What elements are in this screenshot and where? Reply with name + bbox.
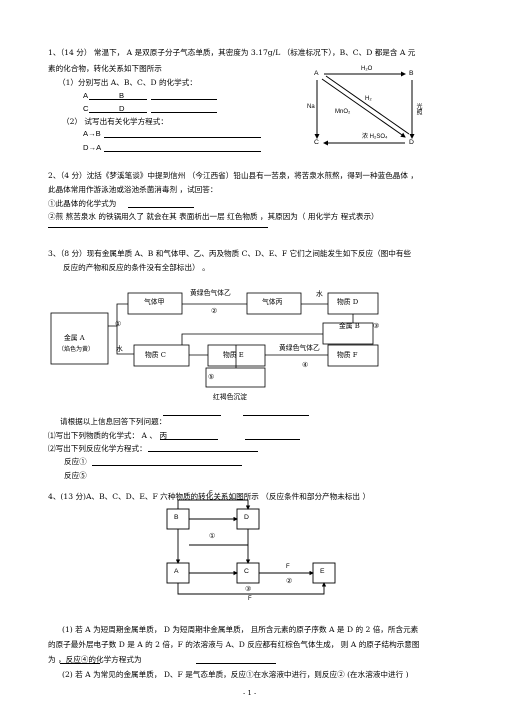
q2-line2: 此晶体常用作游泳池或浴池杀菌消毒剂 ，试回答： <box>48 185 218 194</box>
q2-formula-blank[interactable] <box>128 207 194 208</box>
q4-label-f-top: F <box>209 491 213 497</box>
q4-part1-line2: 的原子最外层电子数 D 是 A 的 2 倍，F 的浓溶液与 A、D 反应都有红棕… <box>48 640 420 649</box>
q3-label-yellow-green-1: 黄绿色气体乙 <box>190 289 231 297</box>
q2-part2: ②煎 熬苦泉水 的铁锅用久了 就会在其 表面析出一层 红色物质 ，其原因为（ 用… <box>48 212 379 221</box>
q1-b-blank[interactable] <box>151 99 217 100</box>
q3-a-blank[interactable] <box>160 439 218 440</box>
q4-part2-line1: (2) 若 A 为常见的金属单质， D、F 是气态单质，反应①在水溶液中进行，则… <box>62 670 409 679</box>
q1-diagram-h2: H₂ <box>365 96 372 102</box>
q3-node-gas-bing: 气体丙 <box>262 298 283 306</box>
q2-line1: 2、（4 分）沈括《梦溪笔谈》中提到信州 （今江西省）铅山县有一苦泉，将苦泉水煎… <box>48 171 419 180</box>
q4-node-a: A <box>174 568 179 575</box>
q4-part1-line1: (1) 若 A 为短周期金属单质， D 为短周期非金属单质， 且所含元素的原子序… <box>62 625 419 634</box>
q1-part2: （2） 试写出有关化学方程式： <box>62 117 168 126</box>
q1-eq2-label: D→A <box>83 143 102 152</box>
q3-water-label-2: 水 <box>316 290 323 298</box>
q3-node-flame-note: （焰色为黄） <box>58 346 95 353</box>
q3-step-4: ④ <box>302 361 309 369</box>
q3-line2: 反应的产物和反应的条件没有全部标出） 。 <box>63 263 210 272</box>
q4-step-1: ① <box>209 532 216 540</box>
q1-a-blank[interactable] <box>89 99 147 100</box>
q3-line3: 请根据以上信息回答下列问题： <box>60 417 167 426</box>
q3-node-sub-d: 物质 D <box>337 298 359 306</box>
q3-node-sub-c: 物质 C <box>145 351 166 359</box>
q1-eq1-blank[interactable] <box>104 137 261 138</box>
q3-node-sub-e: 物质 E <box>223 351 244 359</box>
q3-reaction-1-label: 反应① <box>64 457 87 466</box>
q3-blank-2[interactable] <box>243 415 309 416</box>
q3-node-gas-jia: 气体甲 <box>144 298 165 306</box>
q1-diagram-node-c: C <box>314 139 319 146</box>
q3-step-5: ⑤ <box>208 373 215 381</box>
q4-line1: 4、(13 分)A、B、C、D、E、F 六种物质的转化关系如图所示 （反应条件和… <box>48 492 371 501</box>
page-number: - 1 - <box>243 689 257 697</box>
q1-eq2-blank[interactable] <box>104 151 261 152</box>
q3-part2: ⑵写出下列反应化学方程式： <box>48 444 147 453</box>
q3-step-2: ② <box>211 307 218 315</box>
q2-part1: ①此晶体的化学式为 <box>48 199 117 208</box>
q1-diagram-node-d: D <box>409 139 414 146</box>
q4-step-2: ② <box>286 577 293 585</box>
q1-c-label: C <box>83 104 89 113</box>
q1-c-blank[interactable] <box>89 112 147 113</box>
q1-diagram-h2o: H₂O <box>361 66 373 72</box>
q3-label-yellow-green-2: 黄绿色气体乙 <box>279 344 320 352</box>
q3-node-metal-a: 金属 A <box>64 334 85 342</box>
q1-eq1-label: A→B <box>83 129 101 138</box>
q3-bing-blank[interactable] <box>245 439 300 440</box>
q1-diagram-light: 光照 <box>415 103 422 115</box>
q1-diagram-na: Na <box>307 104 315 110</box>
q4-node-b: B <box>174 514 179 521</box>
q4-node-c: C <box>244 568 249 575</box>
q1-part1: （1）分别写出 A、B、C、D 的化学式： <box>58 78 197 87</box>
q4-equation-blank[interactable] <box>196 663 276 664</box>
q3-water-label: 水 <box>116 345 123 353</box>
q2-equation-blank[interactable] <box>48 227 268 228</box>
q1-d-blank[interactable] <box>151 112 217 113</box>
q3-reaction-1-blank[interactable] <box>92 465 242 466</box>
q4-node-e: E <box>320 568 325 575</box>
q1-diagram-mno2: MnO₂ <box>335 109 351 115</box>
q3-blank-1[interactable] <box>163 415 221 416</box>
q3-step-3: ③ <box>373 322 380 330</box>
q3-node-metal-b: 金属 B <box>339 322 360 330</box>
q4-structure-blank[interactable] <box>60 663 100 664</box>
q3-reaction-5-label: 反应⑤ <box>64 471 87 480</box>
q1-diagram-node-b: B <box>409 70 414 77</box>
q1-diagram-node-a: A <box>314 70 319 77</box>
q3-step-1: ① <box>115 320 122 328</box>
q1-diagram-conc: 浓 H₂SO₄ <box>362 134 388 140</box>
q4-label-f-bottom: F <box>248 596 252 602</box>
q3-part1: ⑴写出下列物质的化学式： A 、 丙 <box>48 431 168 440</box>
q4-node-d: D <box>244 514 249 521</box>
q3-line1: 3、（8 分）现有金属单质 A、B 和气体甲、乙、丙及物质 C、D、E、F 它们… <box>48 249 412 258</box>
q1-d-label: D <box>119 104 125 113</box>
q1-b-label: B <box>119 91 125 100</box>
q3-node-precipitate: 红褐色沉淀 <box>213 393 247 401</box>
q1-line2: 素的化合物，转化关系如下图所示 <box>48 64 162 73</box>
q1-line1: 1、（14 分） 常温下， A 是双原子分子气态单质，其密度为 3.17g/L … <box>48 48 416 57</box>
q4-part1-line3: 为 ，反应④的化学方程式为 <box>48 655 142 664</box>
q4-label-f-mid: F <box>286 564 290 570</box>
q3-node-sub-f: 物质 F <box>337 351 358 359</box>
q4-step-3: ③ <box>245 585 252 593</box>
q3-part2-blank[interactable] <box>148 451 258 452</box>
q1-a-label: A <box>83 91 89 100</box>
